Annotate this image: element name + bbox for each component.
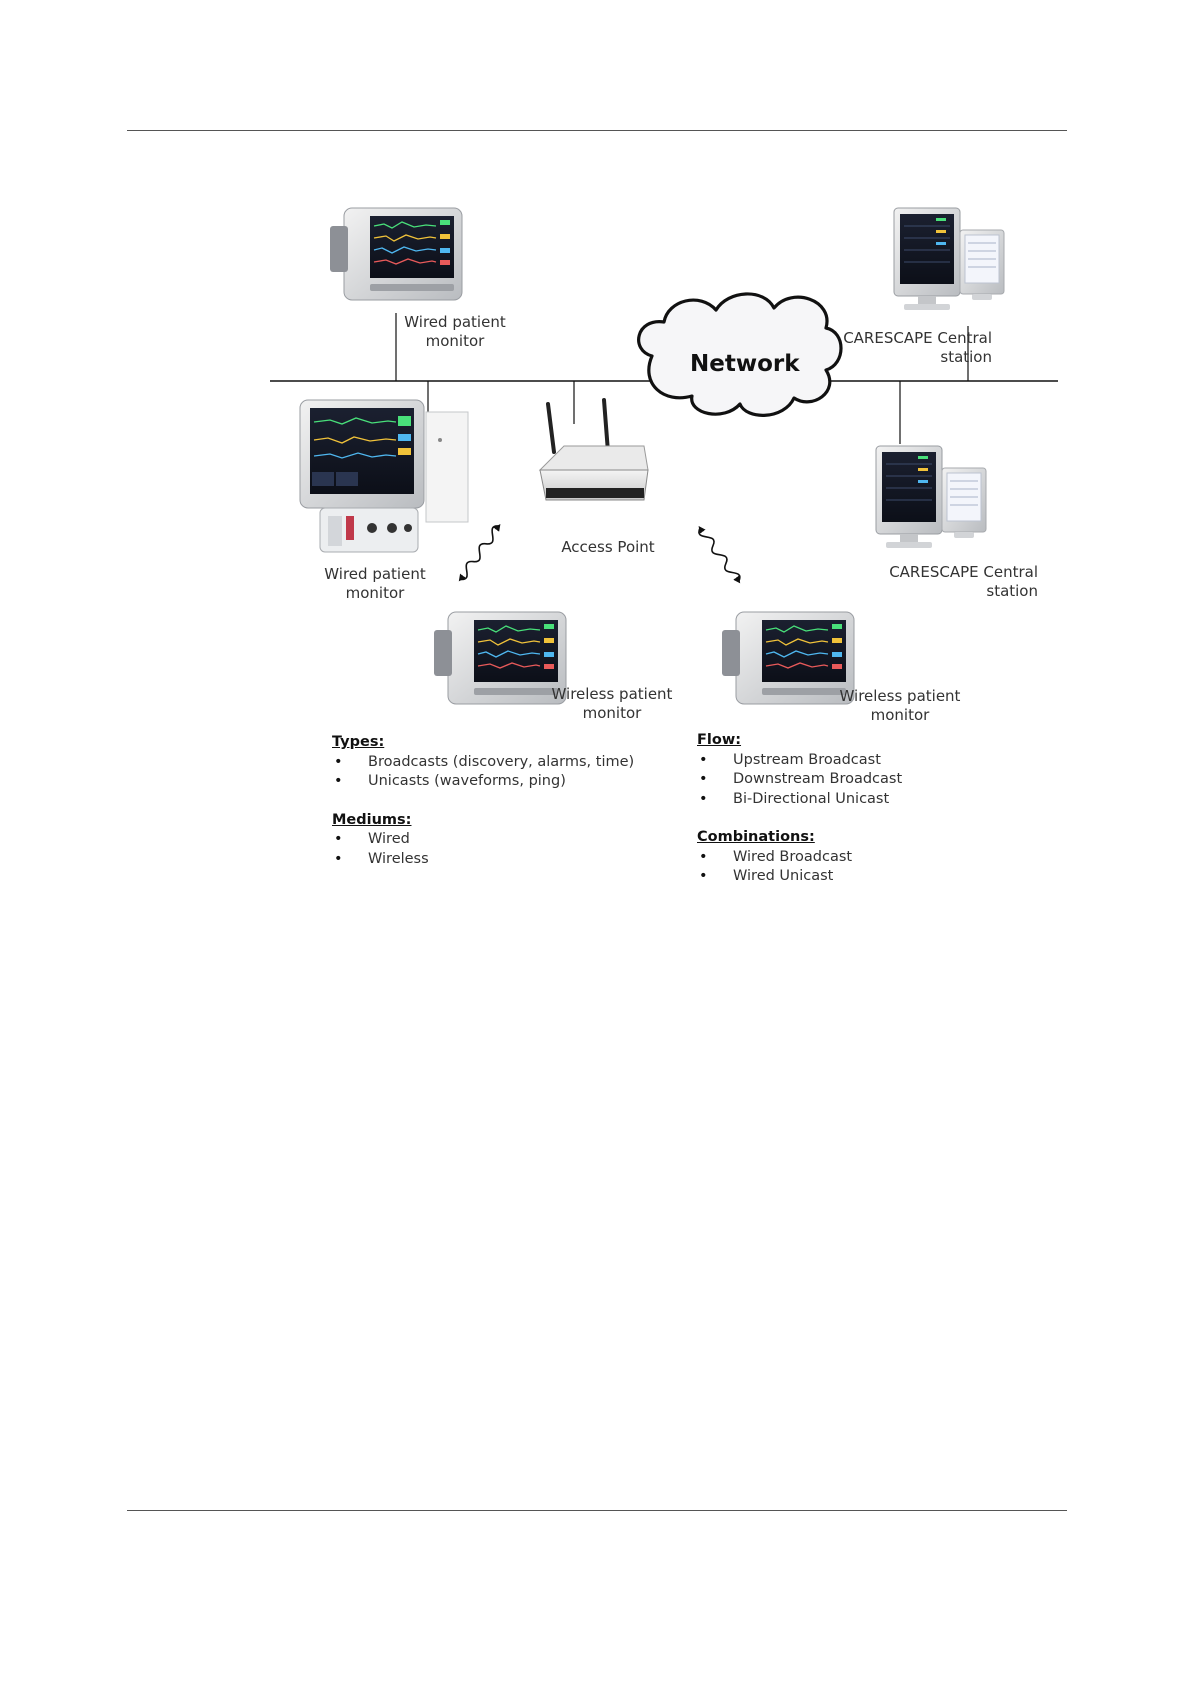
flow-list: Upstream Broadcast Downstream Broadcast … [697, 751, 997, 810]
wired-monitor-top-image [329, 207, 463, 301]
combinations-heading: Combinations: [697, 829, 815, 845]
list-item: Upstream Broadcast [697, 751, 997, 771]
central-station-top-label: CARESCAPE Central station [843, 329, 992, 366]
central-station-top-image [893, 207, 1005, 311]
access-point-image [538, 398, 649, 501]
legend-left: Types: Broadcasts (discovery, alarms, ti… [332, 733, 662, 869]
mediums-list: Wired Wireless [332, 830, 662, 869]
network-label: Network [690, 351, 800, 377]
header-rule [127, 130, 1067, 131]
list-item: Wired Unicast [697, 867, 997, 887]
network-cloud [637, 292, 843, 417]
footer-rule [127, 1510, 1067, 1511]
flow-heading: Flow: [697, 732, 742, 748]
list-item: Wired [332, 830, 662, 850]
wired-monitor-left-label: Wired patient monitor [324, 565, 426, 602]
list-item: Wireless [332, 850, 662, 870]
central-station-right-label: CARESCAPE Central station [889, 563, 1038, 600]
mediums-heading: Mediums: [332, 811, 412, 828]
types-heading: Types: [332, 734, 385, 750]
legend-right: Flow: Upstream Broadcast Downstream Broa… [697, 731, 997, 887]
wireless-link-left [456, 522, 504, 583]
wired-monitor-left-image [299, 399, 469, 553]
list-item: Downstream Broadcast [697, 770, 997, 790]
list-item: Bi-Directional Unicast [697, 790, 997, 810]
wireless-monitor-right-label: Wireless patient monitor [839, 687, 961, 724]
central-station-right-image [875, 445, 987, 549]
list-item: Broadcasts (discovery, alarms, time) [332, 753, 662, 773]
wireless-monitor-left-label: Wireless patient monitor [551, 685, 673, 722]
access-point-label: Access Point [561, 538, 655, 556]
wired-monitor-top-label: Wired patient monitor [404, 313, 506, 350]
wireless-link-right [695, 524, 743, 585]
list-item: Wired Broadcast [697, 848, 997, 868]
types-list: Broadcasts (discovery, alarms, time) Uni… [332, 753, 662, 792]
combinations-list: Wired Broadcast Wired Unicast [697, 848, 997, 887]
list-item: Unicasts (waveforms, ping) [332, 772, 662, 792]
